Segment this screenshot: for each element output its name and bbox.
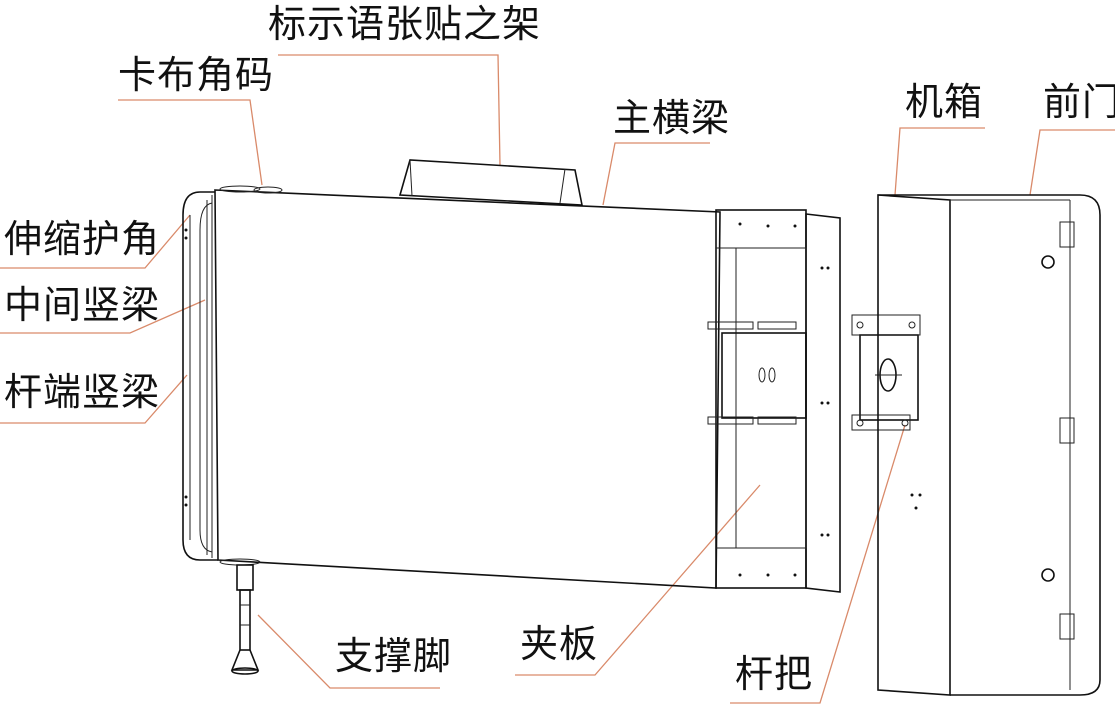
label-cabinet: 机箱 [905, 80, 984, 124]
leader-lines [0, 54, 1115, 704]
label-support-foot: 支撑脚 [335, 634, 453, 678]
label-telescopic-corner: 伸缩护角 [4, 217, 161, 261]
sign-holder [398, 159, 583, 206]
label-middle-post: 中间竖梁 [4, 283, 161, 327]
label-front-door: 前门 [1043, 80, 1115, 124]
label-end-post: 杆端竖梁 [4, 370, 161, 414]
label-pole-handle: 杆把 [735, 652, 814, 696]
clamp-frame [707, 209, 841, 593]
support-foot [230, 564, 260, 675]
label-sign-holder: 标示语张贴之架 [268, 2, 542, 46]
main-panel [182, 185, 721, 589]
label-main-beam: 主横梁 [613, 96, 731, 140]
label-corner-code: 卡布角码 [118, 53, 275, 97]
pole-handle-bracket [851, 314, 921, 431]
label-clamp-plate: 夹板 [520, 622, 599, 666]
cabinet [877, 194, 1101, 696]
